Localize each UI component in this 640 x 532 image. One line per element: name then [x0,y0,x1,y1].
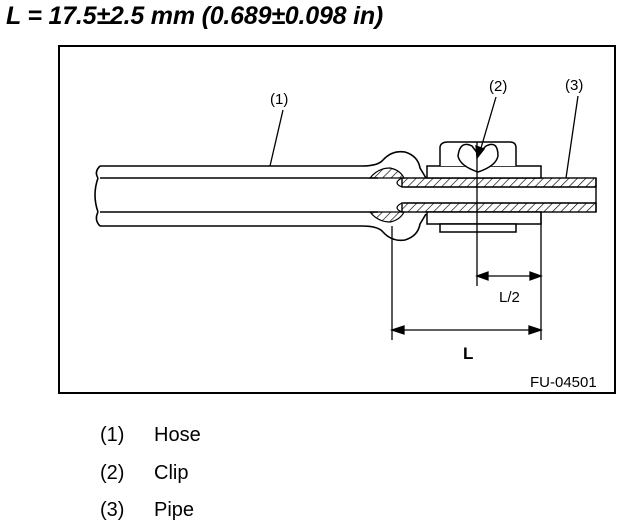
hose-bulge-bottom [368,211,405,223]
dim-half-label: L/2 [499,289,520,306]
dim-line-half [475,271,543,281]
callout-2: (2) [489,78,507,95]
callout-3: (3) [565,77,583,94]
hose-shape [94,150,427,242]
page-title: L = 17.5±2.5 mm (0.689±0.098 in) [6,2,384,30]
legend-num: (3) [100,499,125,521]
legend-num: (2) [100,462,125,484]
dim-full-label: L [463,344,473,363]
legend-num: (1) [100,424,125,446]
hose-bulge-top [368,167,405,179]
callout-2-leader [475,96,497,160]
figure-frame [58,45,616,394]
pipe-shape [396,177,597,213]
callout-3-leader [565,95,579,179]
legend-text: Pipe [154,499,195,521]
callout-1-leader [269,109,284,167]
dim-line-full [389,325,544,335]
figure-code: FU-04501 [530,374,597,391]
callout-1: (1) [270,91,288,108]
legend-text: Hose [154,424,201,446]
legend-text: Clip [154,462,189,484]
